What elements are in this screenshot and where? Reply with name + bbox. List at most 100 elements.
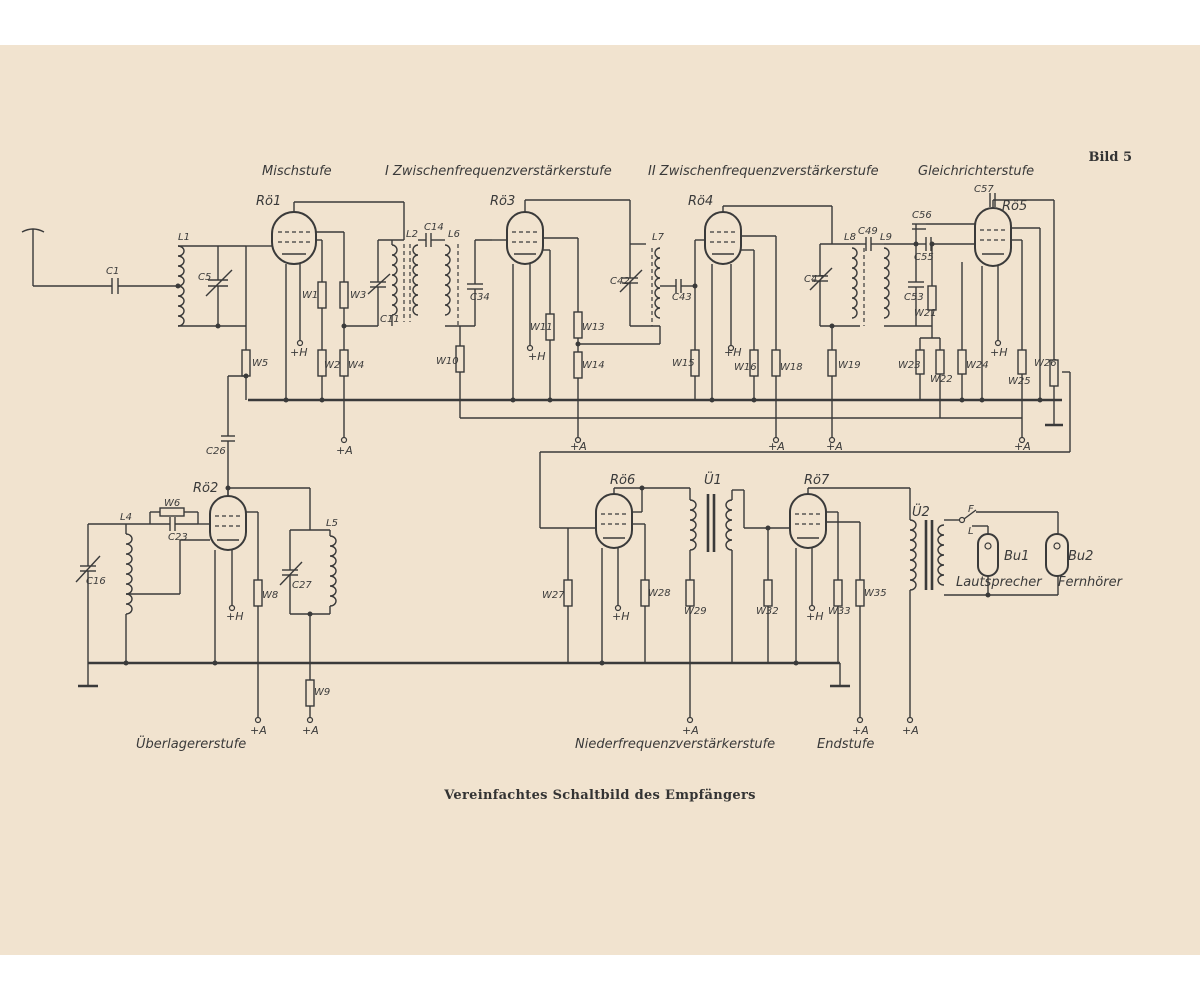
label-w19: W19	[838, 360, 861, 371]
label-w28: W28	[648, 588, 671, 599]
label-w21: W21	[914, 308, 937, 319]
label-w1: W1	[302, 290, 318, 301]
anode-terminal	[856, 716, 864, 724]
label-c16: C16	[86, 576, 106, 587]
resistor-w13	[573, 311, 583, 339]
label-heater: +H	[806, 610, 824, 623]
resistor-w6	[159, 507, 185, 517]
anode-terminal	[306, 716, 314, 724]
capacitor-c14	[425, 233, 445, 247]
label-c53: C53	[904, 292, 924, 303]
label-anode: +A	[768, 440, 785, 453]
label-w32: W32	[756, 606, 779, 617]
label-l9: L9	[880, 232, 892, 243]
tube-roe5	[974, 207, 1012, 267]
anode-terminal	[574, 436, 582, 444]
tube-roe3	[506, 211, 544, 265]
label-w14: W14	[582, 360, 605, 371]
label-w3: W3	[350, 290, 366, 301]
if-filter-l2-c11	[367, 239, 419, 326]
anode-terminal	[828, 436, 836, 444]
label-anode: +A	[852, 724, 869, 737]
if-filter-l7-c42	[619, 243, 661, 344]
label-l5: L5	[326, 518, 338, 529]
resistor-w9	[305, 679, 315, 707]
label-w18: W18	[780, 362, 803, 373]
label-w15: W15	[672, 358, 695, 369]
label-c5: C5	[198, 272, 211, 283]
label-c11: C11	[380, 314, 400, 325]
label-w8: W8	[262, 590, 278, 601]
stage-ueberlagerer: Überlagererstufe	[136, 735, 246, 752]
resistor-w33	[833, 579, 843, 607]
coil-l5	[290, 529, 337, 615]
label-c42: C42	[610, 276, 630, 287]
label-roe6: Rö6	[610, 473, 635, 488]
label-c43: C43	[672, 292, 692, 303]
capacitor-c55	[916, 237, 975, 251]
label-heater: +H	[724, 346, 742, 359]
label-anode: +A	[302, 724, 319, 737]
label-l4: L4	[120, 512, 132, 523]
stage-zf2: II Zwischenfrequenzverstärkerstufe	[648, 164, 879, 179]
label-c26: C26	[206, 446, 226, 457]
capacitor-c1	[111, 278, 178, 294]
label-w33: W33	[828, 606, 851, 617]
resistor-w8	[253, 579, 263, 607]
resistor-w32	[763, 579, 773, 607]
if-filter-l8-c47	[809, 243, 865, 327]
label-l1: L1	[178, 232, 190, 243]
anode-terminal	[254, 716, 262, 724]
heater-terminal	[808, 604, 816, 612]
heater-terminal	[994, 339, 1002, 347]
label-l7: L7	[652, 232, 665, 243]
tube-roe6	[595, 493, 633, 549]
jack-bu2	[1045, 512, 1069, 595]
label-w24: W24	[966, 360, 989, 371]
label-w6: W6	[164, 498, 180, 509]
heater-terminal	[296, 339, 304, 347]
capacitor-c57	[989, 193, 1054, 208]
resistor-w4	[339, 349, 349, 377]
heater-terminal	[228, 604, 236, 612]
tube-roe4	[704, 211, 742, 265]
label-anode: +A	[250, 724, 267, 737]
label-c23: C23	[168, 532, 188, 543]
label-roe4: Rö4	[688, 194, 713, 209]
label-w16: W16	[734, 362, 757, 373]
resistor-w18	[771, 349, 781, 377]
label-c1: C1	[106, 266, 119, 277]
label-heater: +H	[990, 346, 1008, 359]
label-ue2: Ü2	[912, 503, 930, 520]
antenna-icon	[21, 228, 112, 287]
label-c57: C57	[974, 184, 994, 195]
variable-capacitor-c16	[75, 524, 101, 663]
label-anode: +A	[336, 444, 353, 457]
anode-terminal	[1018, 436, 1026, 444]
label-heater: +H	[290, 346, 308, 359]
resistor-w3	[339, 281, 349, 309]
label-w9: W9	[314, 687, 330, 698]
tube-roe1	[271, 211, 317, 265]
coil-l9	[883, 243, 932, 327]
if-filter-l6-c34	[444, 239, 492, 327]
variable-capacitor-c27	[279, 530, 303, 614]
label-roe1: Rö1	[256, 194, 281, 209]
label-anode: +A	[902, 724, 919, 737]
tube-roe2	[209, 495, 247, 551]
stage-endstufe: Endstufe	[817, 737, 874, 752]
label-w23: W23	[898, 360, 921, 371]
label-c49: C49	[858, 226, 878, 237]
resistor-w11	[545, 313, 555, 341]
resistor-w27	[563, 579, 573, 607]
label-w26: W26	[1034, 358, 1057, 369]
anode-terminal	[340, 436, 348, 444]
coil-l4	[88, 523, 210, 663]
resistor-w2	[317, 349, 327, 377]
label-c34: C34	[470, 292, 490, 303]
label-bu2: Bu2	[1068, 549, 1093, 564]
resistor-w16	[749, 349, 759, 377]
capacitor-c26	[221, 375, 246, 500]
label-heater: +H	[612, 610, 630, 623]
